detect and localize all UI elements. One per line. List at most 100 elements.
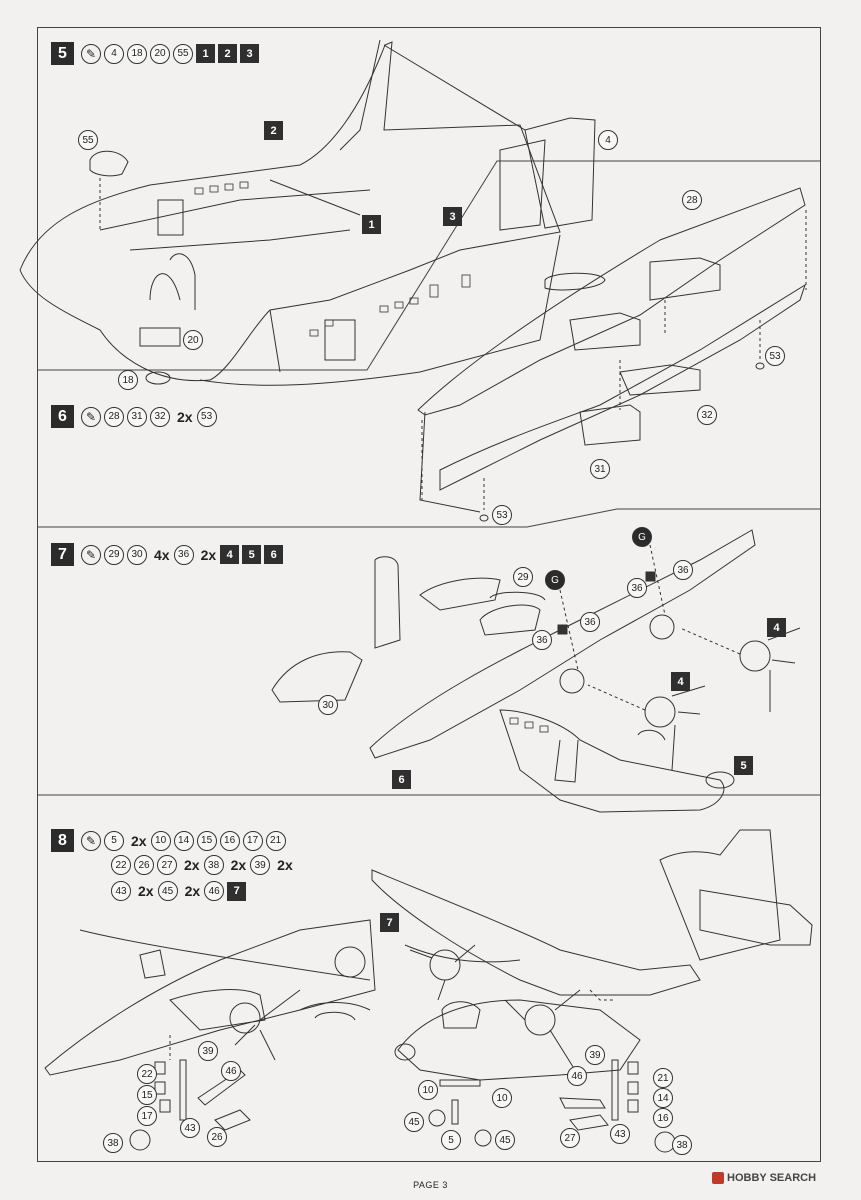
callout-subassembly: 6	[392, 770, 411, 789]
callout-part: 43	[180, 1118, 200, 1138]
watermark-logo-icon	[712, 1172, 724, 1184]
callout-part: 18	[118, 370, 138, 390]
step-5-header: 5 ✎ 4 18 20 55 1 2 3	[51, 42, 259, 65]
multiplier: 2x	[177, 408, 193, 425]
callout-part: 36	[673, 560, 693, 580]
callout-part: 46	[567, 1066, 587, 1086]
callout-part: 4	[598, 130, 618, 150]
part-number: 46	[204, 881, 225, 901]
part-number: 30	[127, 544, 147, 565]
step-6-header: 6 ✎ 28 31 32 2x 53	[51, 405, 217, 428]
part-number: 43	[111, 881, 131, 901]
part-number: 36	[173, 544, 194, 565]
callout-part: 27	[560, 1128, 580, 1148]
multiplier: 2x	[131, 832, 147, 849]
part-number: 53	[196, 406, 217, 427]
callout-subassembly: 1	[362, 215, 381, 234]
multiplier: 2x	[200, 546, 217, 563]
subassembly-number: 6	[264, 545, 284, 564]
step8-right-view-drawing	[371, 829, 813, 1153]
subassembly-number: 1	[196, 44, 215, 63]
part-number: 18	[127, 43, 147, 64]
step8-left-view-drawing	[44, 919, 376, 1151]
part-number: 5	[104, 830, 124, 851]
callout-part: 21	[653, 1068, 673, 1088]
watermark: HOBBY SEARCH	[712, 1172, 816, 1184]
page-number: PAGE 3	[413, 1180, 448, 1190]
callout-part: 43	[610, 1124, 630, 1144]
callout-subassembly: 3	[443, 207, 462, 226]
callout-part: 29	[513, 567, 533, 587]
subassembly-number: 5	[242, 545, 262, 564]
subassembly-number: 2	[218, 44, 237, 63]
part-number: 38	[203, 855, 224, 875]
step-number: 5	[51, 42, 74, 65]
part-number: 17	[242, 830, 263, 851]
callout-part: 53	[765, 346, 785, 366]
callout-part: 28	[682, 190, 702, 210]
step-8-header: 8 ✎ 5 2x 10 14 15 16 17 21	[51, 829, 286, 852]
multiplier: 2x	[184, 857, 200, 873]
callout-part: 16	[653, 1108, 673, 1128]
instruction-frame	[37, 27, 821, 1162]
glue-icon: ✎	[81, 544, 101, 565]
callout-part: 39	[198, 1041, 218, 1061]
multiplier: 2x	[138, 883, 154, 899]
callout-subassembly: 4	[767, 618, 786, 637]
part-number: 14	[173, 830, 194, 851]
callout-part: 30	[318, 695, 338, 715]
callout-part: 26	[207, 1127, 227, 1147]
callout-part: 31	[590, 459, 610, 479]
part-number: 45	[157, 881, 178, 901]
multiplier: 4x	[154, 546, 170, 563]
part-number: 29	[104, 544, 124, 565]
part-number: 21	[265, 830, 286, 851]
step-number: 8	[51, 829, 74, 852]
callout-part: 45	[404, 1112, 424, 1132]
part-number: 10	[150, 830, 171, 851]
callout-part: 5	[441, 1130, 461, 1150]
callout-part: 36	[580, 612, 600, 632]
step-8-line-2: 22 26 27 2x 38 2x 39 2x	[111, 855, 294, 875]
fuselage-drawing	[19, 39, 596, 386]
callout-subassembly: 4	[671, 672, 690, 691]
callout-subassembly: 2	[264, 121, 283, 140]
watermark-text: HOBBY SEARCH	[727, 1172, 817, 1184]
multiplier: 2x	[277, 857, 293, 873]
glue-icon: ✎	[81, 830, 101, 851]
subassembly-number: 4	[220, 545, 240, 564]
callout-part: 55	[78, 130, 98, 150]
part-number: 39	[250, 855, 271, 875]
callout-part: 17	[137, 1106, 157, 1126]
paint-callout-g: G	[545, 570, 565, 590]
wing-drawing	[417, 187, 807, 601]
step-number: 7	[51, 543, 74, 566]
paint-callout-g: G	[632, 527, 652, 547]
part-number: 26	[134, 855, 154, 875]
callout-subassembly: 7	[380, 913, 399, 932]
part-number: 31	[127, 406, 147, 427]
step7-aircraft-drawing	[271, 529, 801, 813]
callout-part: 36	[532, 630, 552, 650]
callout-part: 38	[672, 1135, 692, 1155]
part-number: 27	[157, 855, 177, 875]
callout-part: 36	[627, 578, 647, 598]
part-number: 15	[196, 830, 217, 851]
part-number: 16	[219, 830, 240, 851]
callout-part: 14	[653, 1088, 673, 1108]
part-number: 28	[104, 406, 124, 427]
callout-part: 10	[492, 1088, 512, 1108]
callout-part: 46	[221, 1061, 241, 1081]
callout-part: 38	[103, 1133, 123, 1153]
multiplier: 2x	[230, 857, 247, 873]
step-number: 6	[51, 405, 74, 428]
callout-part: 39	[585, 1045, 605, 1065]
callout-part: 45	[495, 1130, 515, 1150]
part-number: 55	[173, 43, 193, 64]
callout-part: 10	[418, 1080, 438, 1100]
callout-subassembly: 5	[734, 756, 753, 775]
step-7-header: 7 ✎ 29 30 4x 36 2x 4 5 6	[51, 543, 284, 566]
multiplier: 2x	[184, 883, 201, 899]
callout-part: 22	[137, 1064, 157, 1084]
